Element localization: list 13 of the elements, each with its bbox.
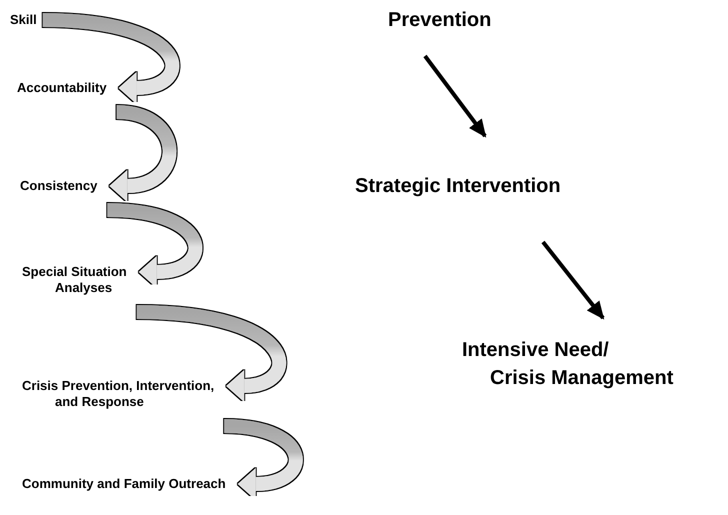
arrow [541, 240, 605, 320]
node-label: Skill [10, 12, 37, 28]
node-label: Prevention [388, 6, 492, 56]
node-label: Special Situation Analyses [22, 264, 127, 296]
node-label: Strategic Intervention [355, 136, 561, 242]
curved-arrow [136, 305, 286, 402]
node-label: Consistency [20, 178, 98, 194]
arrow [423, 54, 487, 138]
node-label: Accountability [17, 80, 107, 96]
node-label: Crisis Prevention, Intervention, and Response [22, 378, 214, 410]
curved-arrow [42, 13, 180, 104]
node-label: Intensive Need/ Crisis Management [462, 318, 674, 392]
node-label: Community and Family Outreach [22, 476, 226, 492]
